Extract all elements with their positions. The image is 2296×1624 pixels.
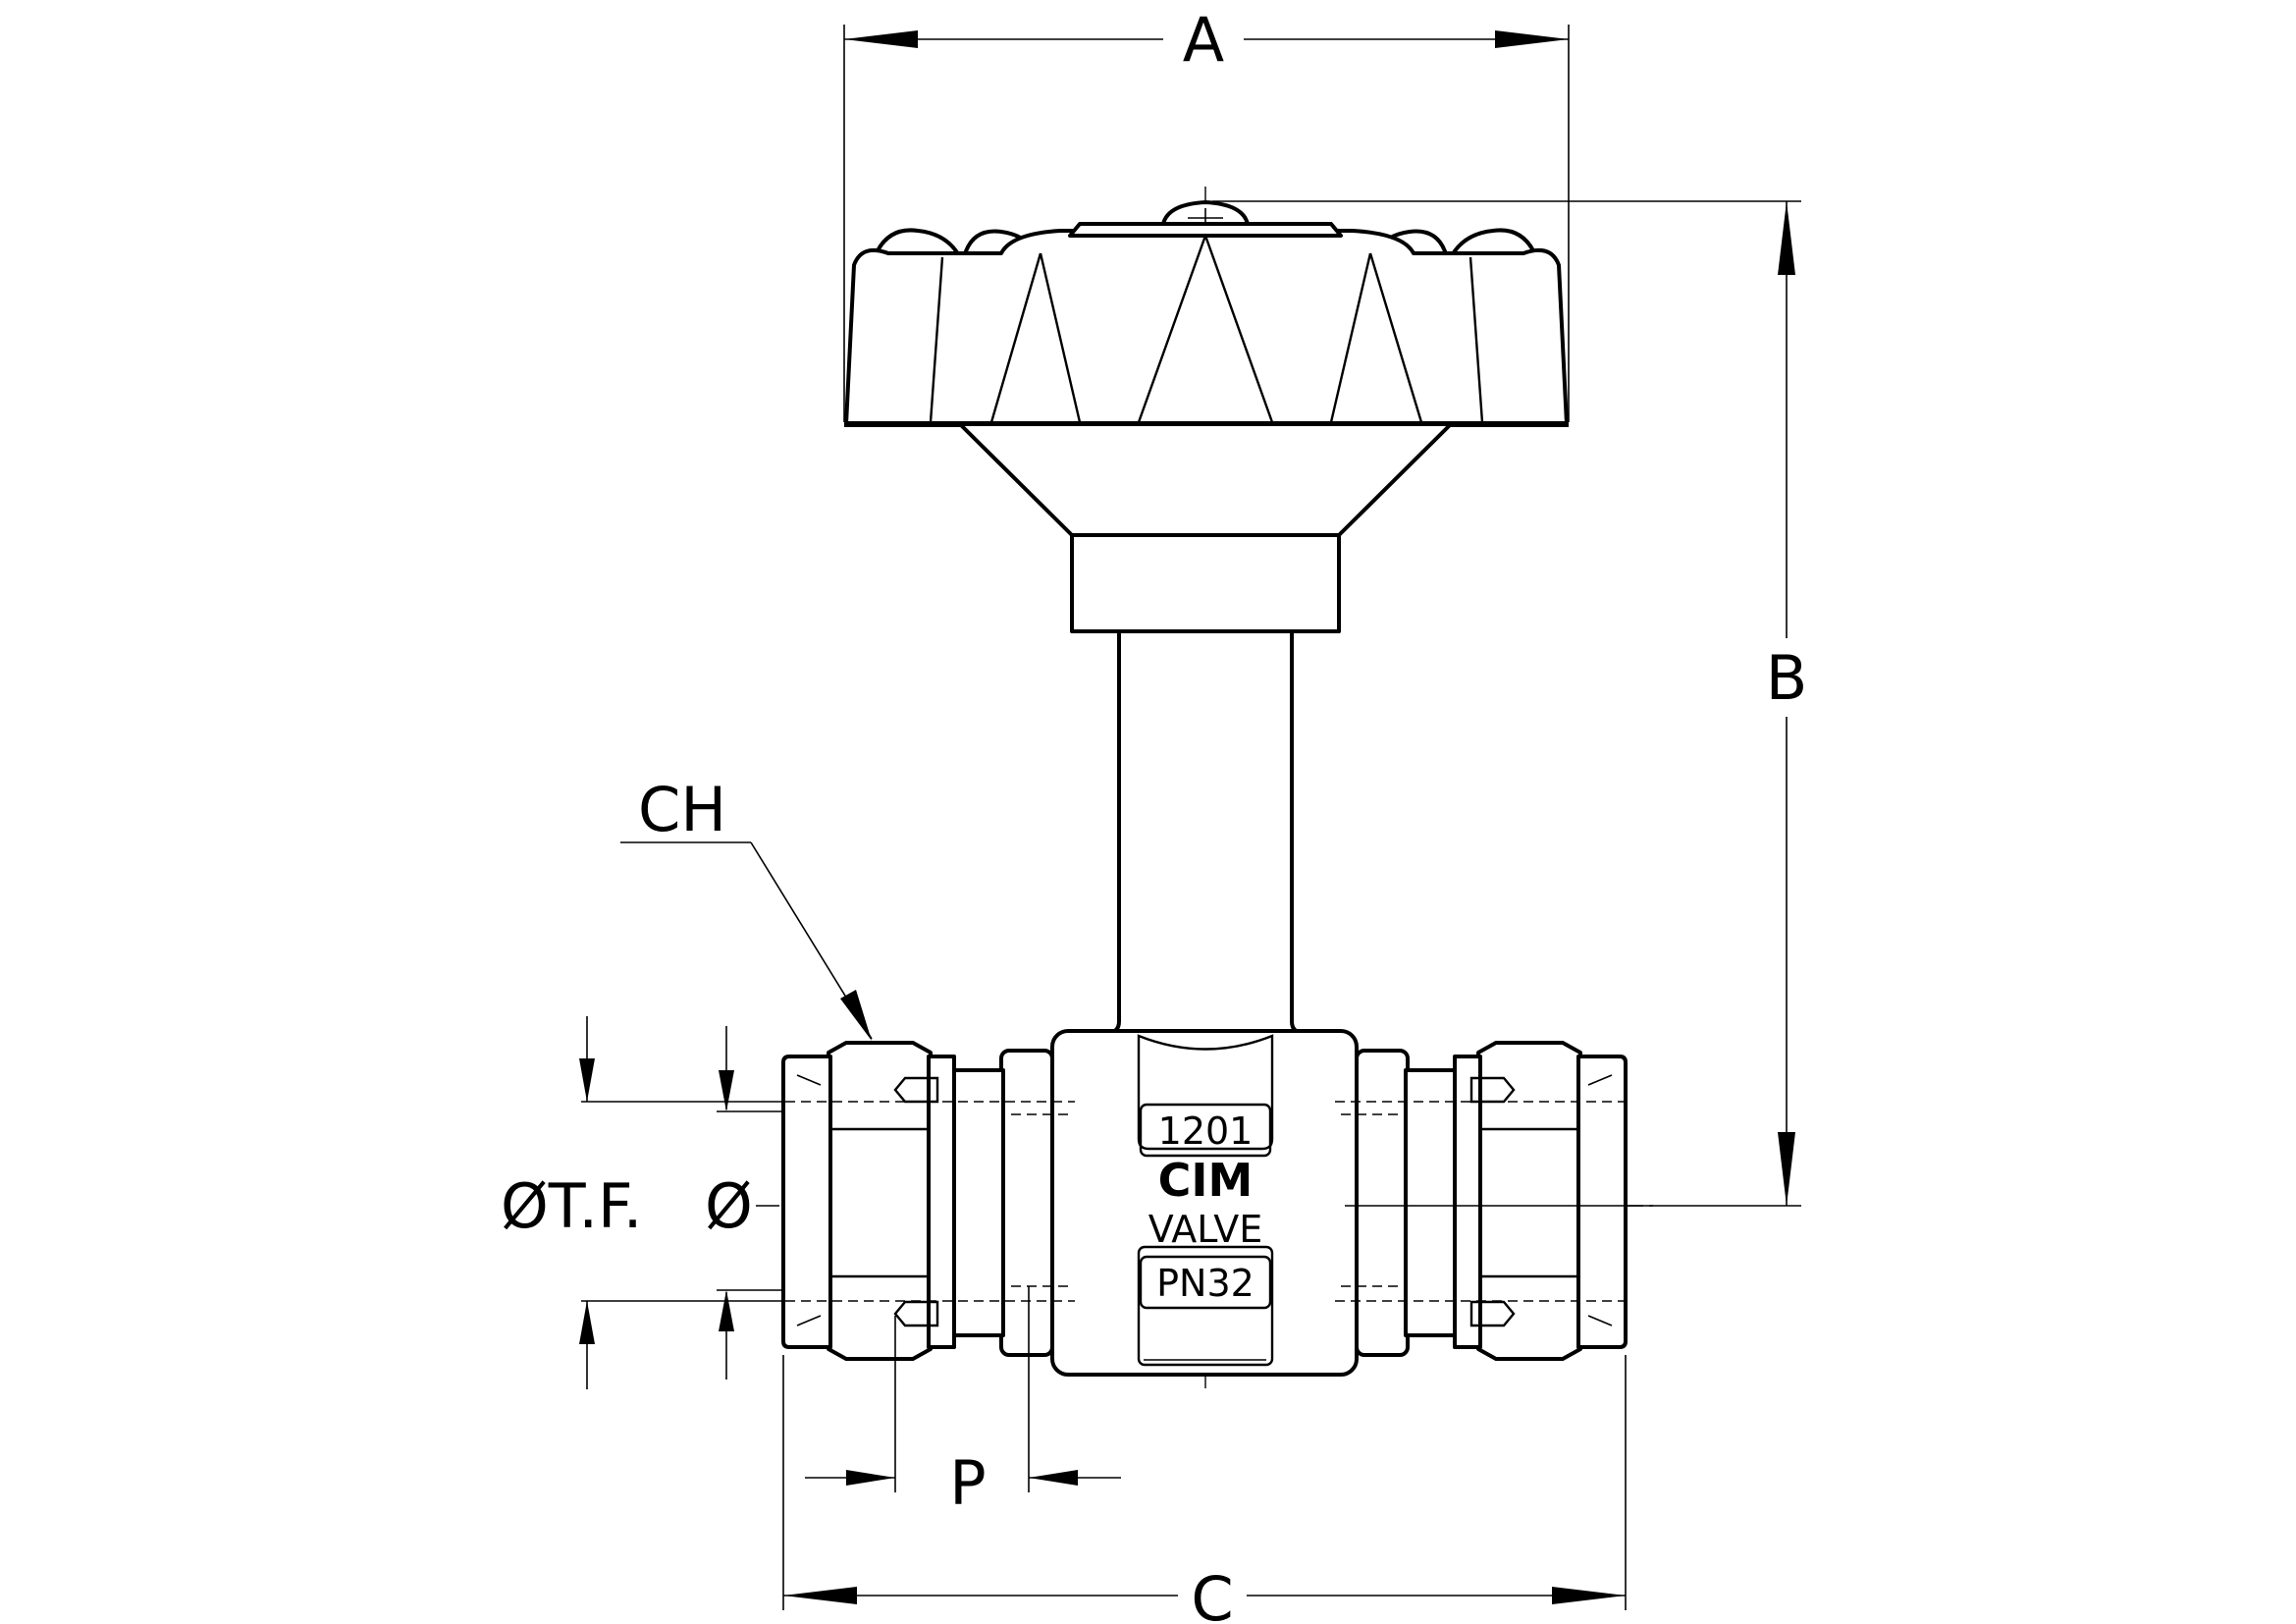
diameter-right-label: Ø — [705, 1170, 753, 1242]
valve-body — [781, 1029, 1628, 1377]
diameter-left-label: ØT.F. — [501, 1170, 642, 1242]
handwheel — [844, 200, 1569, 427]
dimension-a: A — [843, 4, 1570, 422]
dimension-b: B — [1212, 200, 1818, 1207]
dimension-a-label: A — [1183, 4, 1224, 76]
dimension-b-label: B — [1766, 642, 1808, 714]
pressure-marking: PN32 — [1156, 1262, 1255, 1305]
dimension-ch: CH — [620, 774, 873, 1041]
dimension-ch-label: CH — [638, 774, 726, 845]
dimension-c-label: C — [1191, 1563, 1233, 1624]
brand-marking: CIM — [1158, 1154, 1254, 1207]
dimension-c: C — [782, 1355, 1627, 1624]
valve-stem — [958, 422, 1453, 1053]
diameter-dimensions: ØT.F. Ø — [501, 1016, 785, 1389]
dimension-p: P — [805, 1286, 1121, 1519]
type-marking: VALVE — [1148, 1208, 1263, 1251]
size-marking: 1201 — [1158, 1110, 1254, 1153]
dimension-p-label: P — [949, 1447, 986, 1519]
body-markings: 1201 CIM VALVE PN32 — [1148, 1110, 1263, 1305]
